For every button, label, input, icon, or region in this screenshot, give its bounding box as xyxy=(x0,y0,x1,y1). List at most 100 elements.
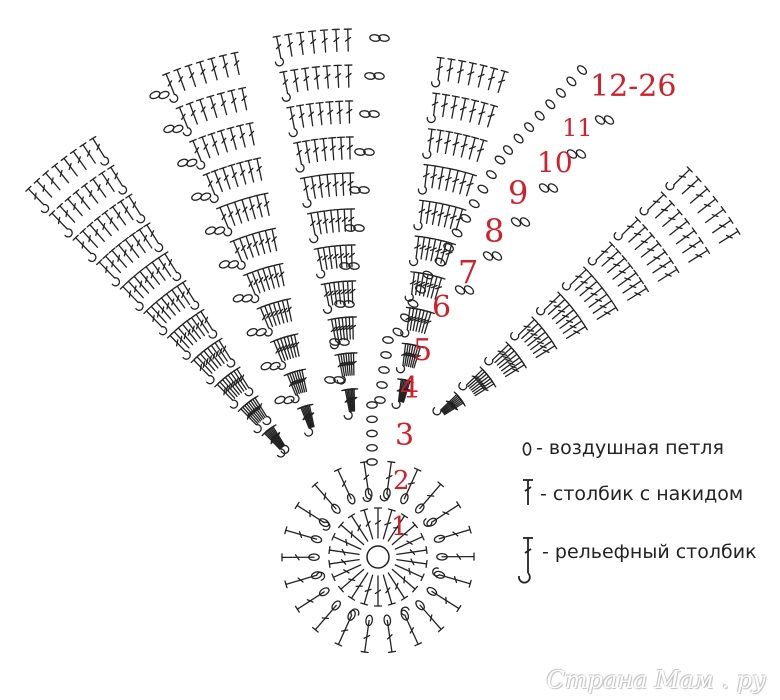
round2-stitch xyxy=(431,590,462,613)
round2-chain xyxy=(308,553,320,562)
fan-stitch xyxy=(148,303,167,324)
round1-stitch xyxy=(396,545,428,555)
fan-stitch xyxy=(326,209,335,233)
fan-stitch xyxy=(449,205,461,230)
fan-stitch xyxy=(612,262,634,280)
fan-stitch xyxy=(478,101,489,125)
fan-stitch xyxy=(510,316,538,341)
fan-stitch xyxy=(348,280,357,304)
fan-stitch xyxy=(402,379,414,403)
fan-stitch xyxy=(681,175,702,195)
chain-stitch xyxy=(524,122,535,132)
fan-stitch xyxy=(315,101,324,126)
chain-stitch xyxy=(232,294,244,303)
fan-stitch xyxy=(409,235,423,267)
chain-stitch xyxy=(373,72,385,80)
fan-stitch xyxy=(712,216,734,234)
round1-stitch xyxy=(373,575,383,607)
chain-stitch xyxy=(344,224,356,232)
fan-stitch xyxy=(426,92,441,124)
chain-stitch xyxy=(576,65,588,75)
chain-stitch xyxy=(603,115,615,125)
fan-stitch xyxy=(119,283,144,311)
chain-stitch xyxy=(382,336,394,344)
chain-stitch xyxy=(510,217,522,227)
chain-stitch xyxy=(359,110,371,118)
chain-stitch xyxy=(415,284,426,294)
fan-stitch xyxy=(295,104,305,128)
chain-stitch xyxy=(354,148,366,156)
round2-stitch xyxy=(400,606,423,647)
fan-stitch xyxy=(252,194,263,218)
round2-stitch xyxy=(334,608,360,647)
fan-stitch xyxy=(338,172,347,196)
fan-stitch xyxy=(431,201,441,226)
fan-stitch xyxy=(96,259,121,287)
fan-stitch xyxy=(331,28,341,53)
fan-stitch xyxy=(652,256,674,274)
fan-stitch xyxy=(592,297,615,314)
fan-stitch xyxy=(81,182,99,204)
fan-stitch xyxy=(94,215,112,237)
fan-stitch xyxy=(437,166,447,190)
round1-stitch xyxy=(382,574,396,606)
fan-stitch xyxy=(230,200,243,224)
round2-chain xyxy=(346,493,356,505)
fan-stitch xyxy=(688,246,711,263)
fan-stitch xyxy=(306,211,319,244)
fan-stitch xyxy=(33,177,53,198)
round1-stitch xyxy=(328,559,360,569)
fan-stitch xyxy=(219,166,231,190)
fan-stitch xyxy=(444,167,455,192)
fan-stitch xyxy=(136,227,153,249)
fan-stitch xyxy=(654,199,675,219)
fan-stitch xyxy=(547,296,568,315)
fan-stitch xyxy=(89,176,107,198)
fan-stitch xyxy=(251,395,272,426)
fan-stitch xyxy=(115,242,134,263)
fan-stitch xyxy=(494,344,515,364)
fan-stitch xyxy=(235,124,246,148)
fan-stitch xyxy=(279,70,291,102)
fan-stitch xyxy=(313,210,323,235)
chain-stitch xyxy=(566,149,578,159)
fan-stitch xyxy=(431,56,445,88)
post-stitch-icon xyxy=(516,535,538,591)
fan-stitch xyxy=(349,352,358,376)
fan-stitch xyxy=(588,290,610,308)
round1-stitch xyxy=(331,532,362,550)
chain-stitch xyxy=(333,376,345,384)
fan-stitch xyxy=(689,185,711,204)
fan-stitch xyxy=(551,301,573,320)
fan-stitch xyxy=(640,240,662,258)
chain-stitch xyxy=(353,224,365,232)
fan-stitch xyxy=(315,174,324,198)
chain-stitch xyxy=(534,110,545,121)
fan-stitch xyxy=(307,30,317,54)
fan-stitch xyxy=(646,248,668,266)
fan-stitch xyxy=(297,368,308,393)
chain-stitch xyxy=(555,88,566,98)
fan-stitch xyxy=(196,97,208,122)
chain-stitch xyxy=(380,351,392,359)
fan-stitch xyxy=(218,54,229,78)
fan-stitch xyxy=(60,155,78,177)
fan-stitch xyxy=(443,399,466,416)
row-number: 1 xyxy=(391,512,408,542)
fan-stitch xyxy=(336,136,346,160)
fan-stitch xyxy=(437,202,448,227)
fan-stitch xyxy=(559,311,581,329)
fan-stitch xyxy=(275,262,285,287)
fan-stitch xyxy=(267,227,278,252)
fan-stitch xyxy=(441,93,451,118)
fan-stitch xyxy=(290,333,300,357)
chain-stitch xyxy=(477,184,489,194)
fan-stitch xyxy=(325,101,334,125)
chain-stitch xyxy=(376,381,388,389)
round1-stitch xyxy=(394,564,425,582)
round2-chain xyxy=(318,587,330,597)
fan-stitch xyxy=(122,236,140,258)
round1-stitch xyxy=(331,564,362,582)
round2-chain xyxy=(331,503,341,514)
fan-stitch xyxy=(173,283,191,306)
